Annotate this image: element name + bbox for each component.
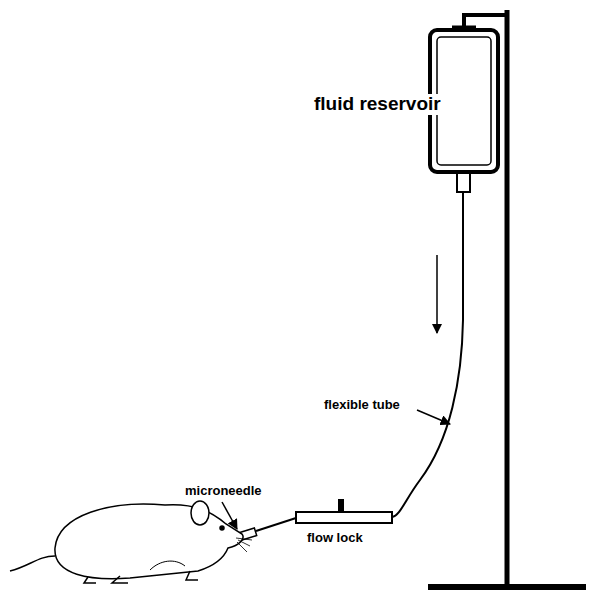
- part-title: fluid reservoir: [312, 94, 443, 115]
- part-label: flexible tube: [322, 398, 402, 412]
- flow-lock-body: [296, 512, 392, 523]
- tube-to-needle: [256, 518, 296, 531]
- flexible-tube: [392, 192, 463, 517]
- flow-lock-knob: [338, 499, 344, 512]
- reservoir-inner: [437, 37, 491, 165]
- leader-tube: [417, 410, 450, 424]
- flow-arrow: [436, 255, 438, 333]
- stand-base: [428, 584, 586, 590]
- stand-arm: [462, 13, 507, 17]
- part-label: microneedle: [183, 484, 264, 498]
- reservoir-neck: [457, 172, 470, 192]
- mouse-figure: [10, 501, 252, 583]
- part-label: flow lock: [305, 531, 365, 545]
- stand-pole: [505, 10, 510, 587]
